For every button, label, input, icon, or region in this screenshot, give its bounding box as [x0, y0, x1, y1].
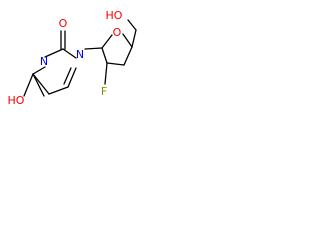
bond-c6-n1-double [67, 67, 77, 88]
bond-c2-n3 [44, 48, 64, 58]
bond-o4prime-c4prime [122, 33, 133, 48]
bond-c2prime-c1prime [101, 47, 108, 64]
bond-n1-c1prime [84, 47, 103, 50]
bond-c5prime-o5prime [127, 19, 137, 31]
bond-n3-c4 [32, 66, 46, 75]
bond-c5-c6 [48, 86, 69, 95]
bond-c1prime-o4prime [101, 34, 113, 49]
oxygen-furanose-label: O [113, 26, 122, 39]
oxygen-carbonyl-label: O [59, 17, 68, 30]
bond-c4-oh [23, 73, 34, 97]
nitrogen-n1-label: N [76, 48, 84, 61]
bond-c4-c5 [32, 73, 50, 95]
bond-c6-n1-inner [63, 67, 72, 85]
hydroxy-base-label: HO [8, 94, 25, 107]
bond-c3prime-c2prime [106, 62, 125, 66]
hydroxymethyl-label: HO [106, 9, 123, 22]
bond-c4prime-c3prime [123, 46, 133, 66]
bond-c2prime-f [104, 62, 108, 85]
nitrogen-n3-label: N [40, 55, 48, 68]
bond-c4prime-c5prime [131, 29, 137, 48]
fluorine-label: F [101, 85, 107, 98]
molecule-structure-diagram: O N N HO O HO F [8, 9, 137, 107]
bond-c4-c5-double [32, 73, 45, 97]
bond-n1-c2 [62, 48, 77, 59]
